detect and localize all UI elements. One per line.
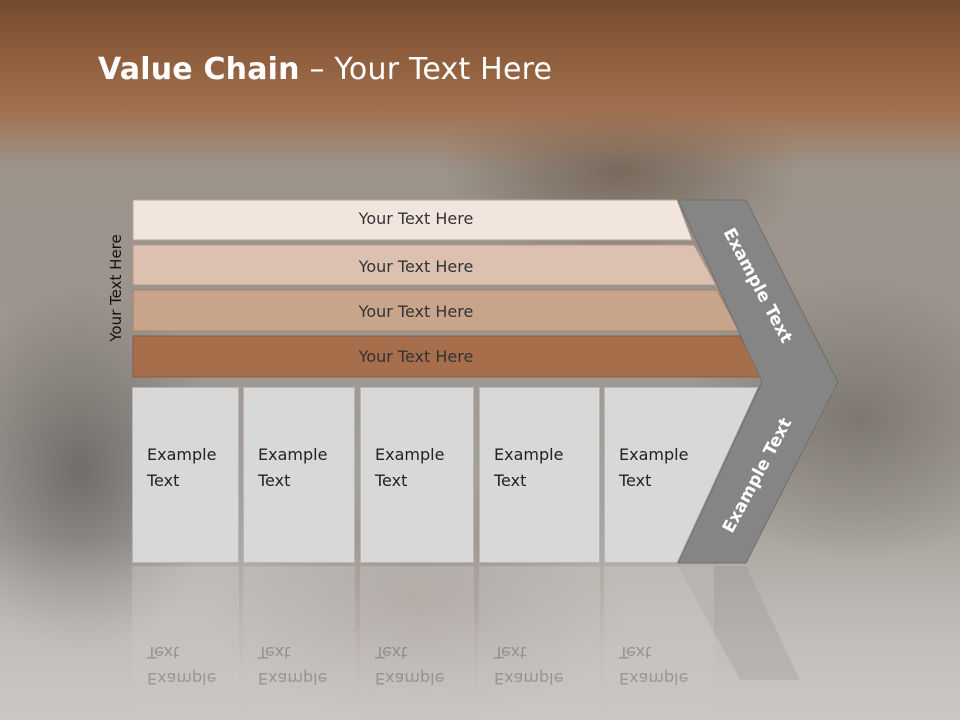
bar-1: Your Text Here (132, 199, 693, 241)
bar-2-label: Your Text Here (358, 257, 474, 276)
bar-4-label: Your Text Here (358, 347, 474, 366)
bar-4: Your Text Here (132, 335, 763, 378)
chevron-shape (677, 199, 839, 564)
header-band (0, 0, 960, 170)
bar-1-label: Your Text Here (358, 209, 474, 228)
title-rest: – Your Text Here (299, 52, 553, 87)
bar-1-shape (132, 199, 693, 241)
bar-3: Your Text Here (132, 289, 740, 332)
bar-3-label: Your Text Here (358, 302, 474, 321)
title-bold: Value Chain (98, 52, 300, 87)
chevron-reflection (678, 566, 800, 680)
slide-title: Value Chain – Your Text Here (98, 52, 552, 87)
bar-2-shape (132, 244, 717, 286)
bottom-fade (0, 540, 960, 720)
chevron-arrow: Example Text Example Text (677, 199, 839, 564)
chevron-reflection-shape (678, 566, 800, 680)
bar-2: Your Text Here (132, 244, 717, 286)
